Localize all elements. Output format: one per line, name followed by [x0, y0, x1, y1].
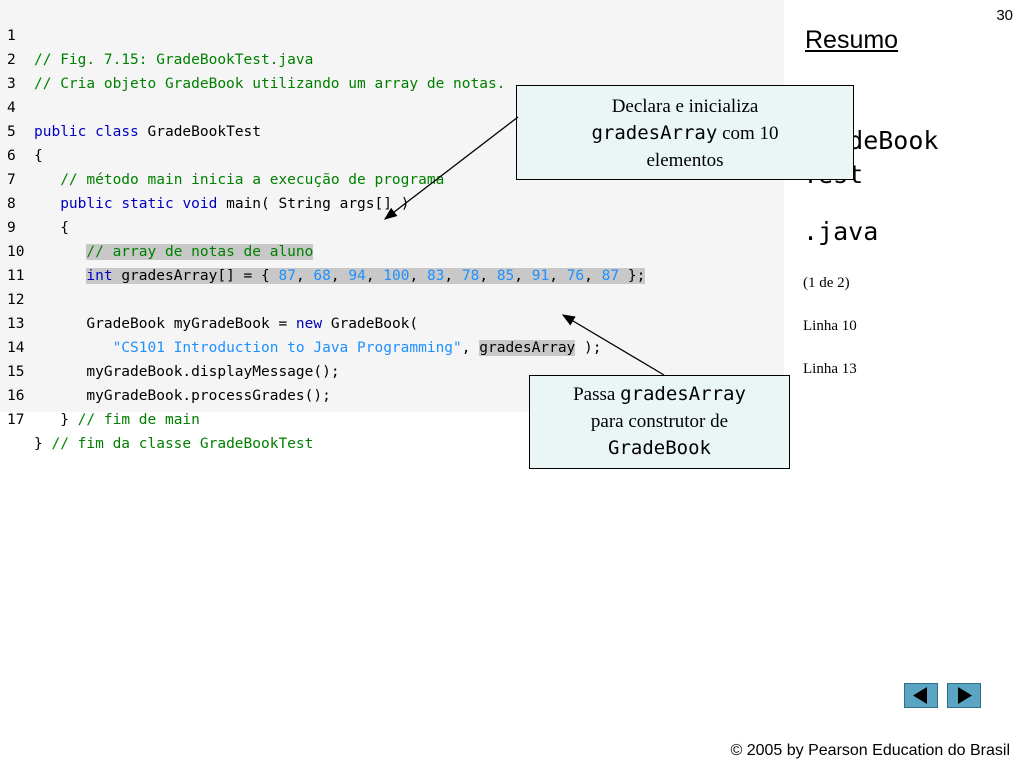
- file-name-line-3: .java: [803, 217, 879, 246]
- keyword: static: [121, 196, 174, 212]
- code-comment: // Fig. 7.15: GradeBookTest.java: [34, 52, 314, 68]
- line-number: 17: [7, 412, 25, 428]
- keyword: public: [60, 196, 113, 212]
- code-comment: // método main inicia a execução de prog…: [60, 172, 445, 188]
- callout-code: GradeBook: [608, 437, 711, 459]
- part-indicator: (1 de 2): [803, 275, 850, 291]
- callout-declara: Declara e inicializa gradesArray com 10 …: [516, 85, 854, 180]
- line-number: 10: [7, 244, 25, 260]
- code-line-13: 13 "CS101 Introduction to Java Programmi…: [0, 288, 601, 356]
- line-number: 12: [7, 292, 25, 308]
- line-reference-13: Linha 13: [803, 361, 857, 377]
- callout-text: elementos: [646, 150, 724, 171]
- keyword: public: [34, 124, 87, 140]
- array-value: 76: [566, 268, 585, 284]
- code-line-7: 7 public static void main( String args[]…: [0, 144, 409, 212]
- arrow-to-line-13: [561, 314, 665, 376]
- code-line-8: 8 {: [0, 168, 69, 236]
- code-line-6: 6 // método main inicia a execução de pr…: [0, 120, 444, 188]
- right-triangle-icon: [958, 687, 972, 704]
- keyword: new: [295, 316, 323, 332]
- code-line-10: 10 int gradesArray[] = { 87, 68, 94, 100…: [0, 216, 646, 284]
- line-number: 5: [7, 124, 16, 140]
- code-line-15: 15 myGradeBook.processGrades();: [0, 336, 331, 404]
- line-reference-10: Linha 10: [803, 318, 857, 334]
- array-declaration: gradesArray[] = {: [121, 268, 270, 284]
- code-comment: // fim da classe GradeBookTest: [51, 436, 314, 452]
- line-number: 13: [7, 316, 25, 332]
- callout-code: gradesArray: [591, 122, 718, 144]
- array-value: 87: [601, 268, 620, 284]
- array-value: 83: [426, 268, 445, 284]
- line-number: 9: [7, 220, 16, 236]
- code-line-5: 5 {: [0, 96, 43, 164]
- array-value: 91: [531, 268, 550, 284]
- line-number: 6: [7, 148, 16, 164]
- line-number: 2: [7, 52, 16, 68]
- code-panel: 1 // Fig. 7.15: GradeBookTest.java 2 // …: [0, 0, 784, 452]
- code-line-14: 14 myGradeBook.displayMessage();: [0, 312, 340, 380]
- line-number: 8: [7, 196, 16, 212]
- code-comment: // fim de main: [77, 412, 200, 428]
- left-triangle-icon: [913, 687, 927, 704]
- array-value: 100: [383, 268, 410, 284]
- line-number: 11: [7, 268, 25, 284]
- previous-slide-button[interactable]: [904, 683, 938, 708]
- code-comment: // Cria objeto GradeBook utilizando um a…: [34, 76, 506, 92]
- constructor-call: GradeBook(: [330, 316, 419, 332]
- callout-text: Declara e inicializa: [611, 96, 759, 117]
- keyword: class: [95, 124, 139, 140]
- class-name: GradeBookTest: [147, 124, 262, 140]
- method-call: myGradeBook.displayMessage();: [86, 364, 340, 380]
- line-number: 4: [7, 100, 16, 116]
- array-declaration-highlighted: int gradesArray[] = { 87, 68, 94, 100, 8…: [86, 268, 646, 284]
- array-value: 94: [348, 268, 366, 284]
- code-line-4: 4 public class GradeBookTest: [0, 72, 261, 140]
- line-number: 14: [7, 340, 25, 356]
- array-value: 78: [461, 268, 480, 284]
- code-line-12: 12 GradeBook myGradeBook = new GradeBook…: [0, 264, 418, 332]
- callout-text: Passa: [573, 384, 616, 405]
- resumo-link[interactable]: Resumo: [805, 26, 899, 54]
- callout-text: com 10: [722, 123, 779, 144]
- line-number: 16: [7, 388, 25, 404]
- argument-highlighted: gradesArray: [479, 340, 576, 356]
- keyword: void: [182, 196, 218, 212]
- code-comment-highlighted: // array de notas de aluno: [86, 244, 314, 260]
- array-end: };: [627, 268, 646, 284]
- line-number: 1: [7, 28, 16, 44]
- array-value: 87: [278, 268, 296, 284]
- call-end: );: [584, 340, 602, 356]
- code-line-16: 16 } // fim de main: [0, 360, 200, 428]
- method-call: myGradeBook.processGrades();: [86, 388, 331, 404]
- code-line-17: 17 } // fim da classe GradeBookTest: [0, 384, 313, 452]
- code-brace: }: [34, 436, 43, 452]
- code-line-2: 2 // Cria objeto GradeBook utilizando um…: [0, 24, 505, 92]
- code-line-1: 1 // Fig. 7.15: GradeBookTest.java: [0, 0, 313, 68]
- code-brace: }: [60, 412, 69, 428]
- callout-text: para construtor de: [590, 411, 729, 432]
- next-slide-button[interactable]: [947, 683, 981, 708]
- keyword: int: [86, 268, 113, 284]
- line-number: 7: [7, 172, 16, 188]
- copyright-footer: © 2005 by Pearson Education do Brasil: [730, 742, 1010, 759]
- code-line-3: 3: [0, 48, 35, 92]
- array-value: 68: [313, 268, 331, 284]
- arrow-to-line-10: [383, 116, 519, 220]
- line-number: 15: [7, 364, 25, 380]
- line-number: 3: [7, 76, 16, 92]
- code-brace: {: [60, 220, 69, 236]
- callout-passa: Passa gradesArray para construtor de Gra…: [529, 375, 790, 469]
- string-literal: "CS101 Introduction to Java Programming": [112, 340, 462, 356]
- code-line-11: 11: [0, 240, 35, 284]
- code-line-9: 9 // array de notas de aluno: [0, 192, 314, 260]
- array-value: 85: [496, 268, 515, 284]
- code-brace: {: [34, 148, 43, 164]
- object-declaration: GradeBook myGradeBook =: [86, 316, 296, 332]
- callout-code: gradesArray: [620, 383, 746, 405]
- page-number: 30: [996, 7, 1013, 24]
